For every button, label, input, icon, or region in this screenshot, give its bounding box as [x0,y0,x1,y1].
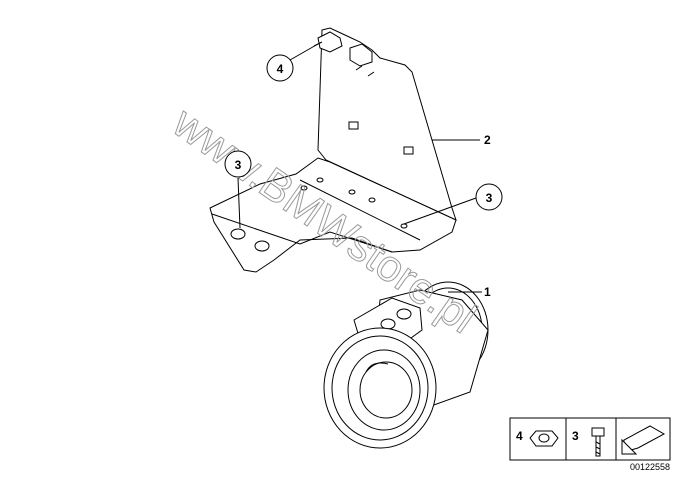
svg-text:3: 3 [486,191,493,205]
speaker-drawing [323,281,489,449]
bolt-icon [591,427,605,457]
leader-lines [237,43,482,293]
callout-bolt-upper-left: 3 [224,150,252,178]
nut-icon [529,430,559,447]
svg-text:3: 3 [235,158,242,172]
bracket-drawing [209,27,457,273]
label-speaker: 1 [484,285,491,299]
callout-bolt-right: 3 [475,183,503,211]
legend-box: 4 3 [509,417,671,461]
legend-nut-number: 4 [516,429,523,443]
label-bracket: 2 [484,133,491,147]
catalog-number: 00122558 [630,462,670,472]
svg-text:4: 4 [277,62,284,76]
legend-bolt-number: 3 [572,429,579,443]
callout-nut-top: 4 [266,54,294,82]
arrow-icon [621,425,666,455]
